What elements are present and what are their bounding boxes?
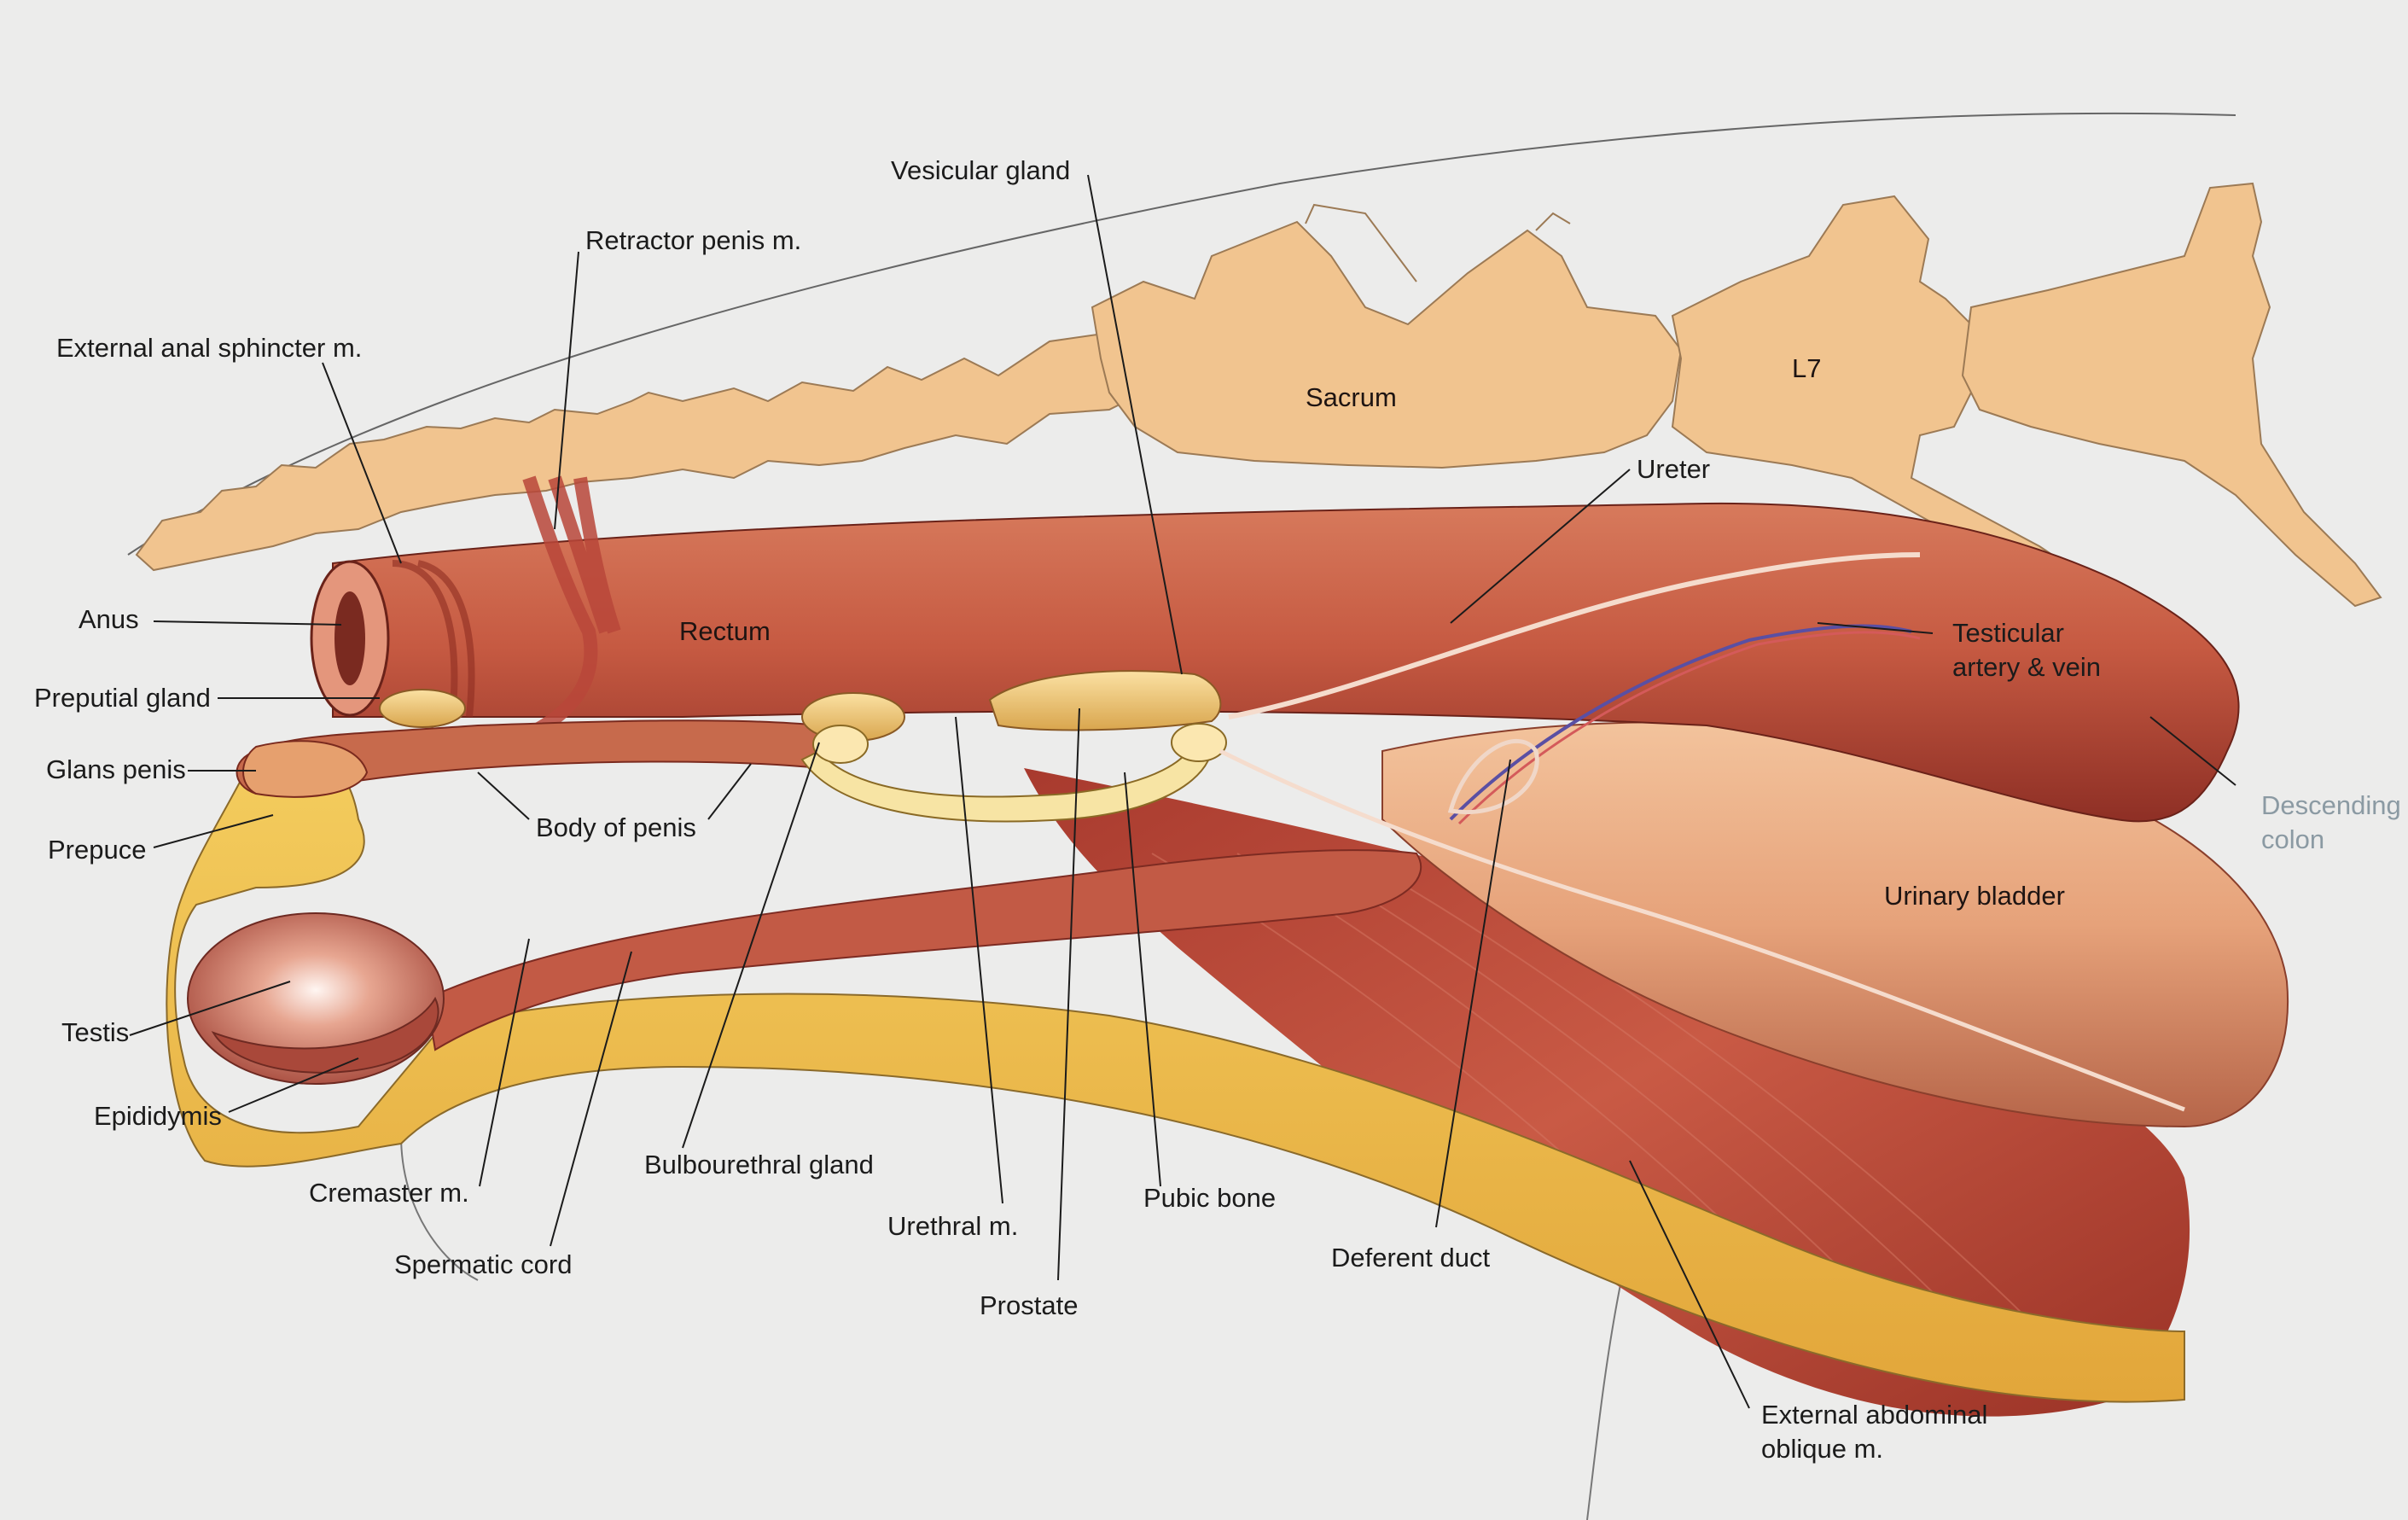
leader-retractor: [554, 251, 579, 530]
label-external-anal-sphincter: External anal sphincter m.: [56, 333, 363, 363]
l7-vertebra: [1671, 195, 2092, 591]
l6-vertebra: [1961, 182, 2382, 608]
leader-pubic: [1124, 772, 1161, 1187]
label-prepuce: Prepuce: [48, 835, 147, 865]
label-body-of-penis: Body of penis: [536, 812, 696, 842]
label-rectum: Rectum: [679, 616, 771, 646]
label-l7: L7: [1792, 353, 1822, 383]
spermatic-cord: [425, 849, 1422, 1051]
pubic-bone-end-right: [1171, 723, 1227, 762]
leader-bulbourethral: [682, 742, 820, 1149]
oblique-fibers: [1151, 853, 2091, 1383]
ureter-line: [1228, 552, 1921, 719]
tail-vertebrae: [135, 331, 1145, 572]
external-abdominal-oblique-muscle: [1024, 768, 2190, 1417]
leader-ureter: [1450, 469, 1631, 624]
leader-spermatic: [550, 951, 632, 1247]
label-testicular-artery-vein: Testicular artery & vein: [1952, 618, 2102, 682]
label-external-abdominal-oblique: External abdominal oblique m.: [1761, 1400, 1988, 1464]
label-testis: Testis: [61, 1017, 130, 1047]
label-preputial-gland: Preputial gland: [34, 683, 211, 713]
vessel-loop: [1447, 739, 1539, 814]
label-deferent-duct: Deferent duct: [1331, 1243, 1491, 1272]
retractor-penis-muscle: [522, 475, 621, 741]
leader-oblique: [1629, 1160, 1750, 1409]
prostate-shape: [988, 670, 1222, 731]
deferent-duct-line: [1219, 748, 2185, 1112]
leader-body-penis-1: [477, 772, 530, 820]
label-bulbourethral-gland: Bulbourethral gland: [644, 1150, 874, 1179]
label-descending-colon: Descending colon: [2261, 790, 2401, 854]
leader-prepuce: [153, 814, 274, 848]
label-ureter: Ureter: [1637, 454, 1711, 484]
label-vesicular-gland: Vesicular gland: [891, 155, 1071, 185]
ventral-skin-outline: [400, 1134, 1622, 1520]
label-spermatic-cord: Spermatic cord: [394, 1249, 573, 1279]
label-urinary-bladder: Urinary bladder: [1884, 881, 2065, 911]
leader-testis: [129, 981, 291, 1036]
leader-prostate: [1057, 708, 1080, 1281]
leader-urethral: [955, 716, 1003, 1204]
label-retractor-penis: Retractor penis m.: [585, 225, 802, 255]
leader-colon: [2149, 716, 2236, 786]
leader-body-penis-2: [707, 763, 752, 820]
anus-lumen: [334, 591, 365, 685]
epididymis-shape: [211, 996, 439, 1074]
label-urethral-m: Urethral m.: [887, 1211, 1019, 1241]
preputial-gland-shape: [379, 689, 466, 728]
label-glans-penis: Glans penis: [46, 754, 186, 784]
glans-penis-shape: [242, 740, 369, 798]
testicular-artery-line: [1457, 631, 1921, 825]
label-anus: Anus: [79, 604, 139, 634]
leader-testicular: [1817, 622, 1934, 634]
label-prostate: Prostate: [980, 1290, 1079, 1320]
body-wall-fat: [166, 748, 2185, 1403]
leader-vesicular: [1087, 174, 1183, 675]
leader-lines: [129, 174, 2236, 1409]
leader-anus: [153, 620, 342, 626]
anal-sphincter: [392, 560, 475, 718]
leader-epididymis: [228, 1057, 359, 1113]
label-epididymis: Epididymis: [94, 1101, 222, 1131]
pubic-bone-end-left: [812, 725, 869, 764]
leader-cremaster: [479, 938, 530, 1187]
dorsal-skin-outline: [127, 112, 2236, 556]
label-cremaster: Cremaster m.: [309, 1178, 469, 1208]
label-sacrum: Sacrum: [1306, 382, 1397, 412]
leader-anal-sphincter: [322, 362, 402, 564]
label-pubic-bone: Pubic bone: [1143, 1183, 1277, 1213]
sacrum-bone: [1091, 220, 1683, 469]
testicular-vessels-line: [1449, 624, 1912, 821]
leader-deferent: [1435, 759, 1511, 1228]
sacrum-spines: [1305, 203, 1571, 282]
